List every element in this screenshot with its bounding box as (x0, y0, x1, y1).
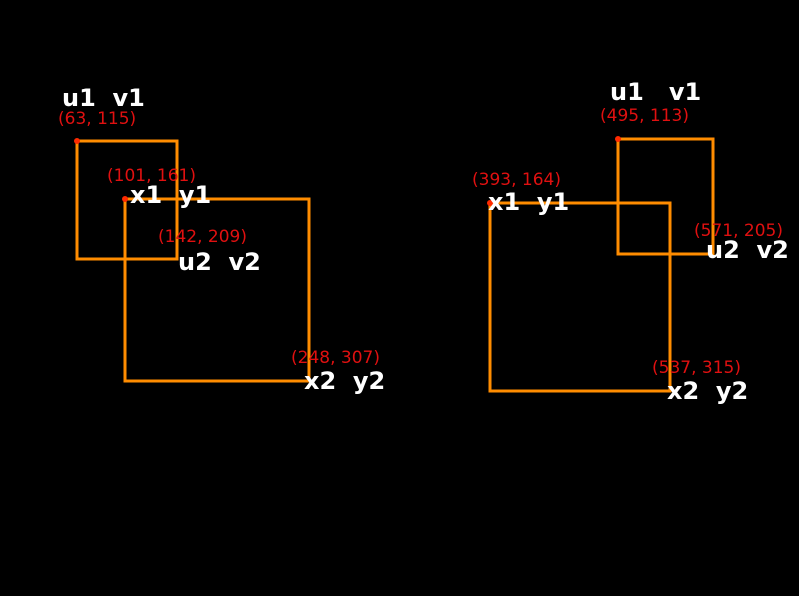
left-xy-bottom-right-label: x2 y2 (304, 367, 385, 395)
right-uv-bottom-right-label: u2 v2 (706, 236, 789, 264)
left-xy-top-left-dot (122, 196, 128, 202)
left-xy-bottom-right-coord: (248, 307) (291, 348, 380, 368)
left-uv-bottom-right-label: u2 v2 (178, 248, 261, 276)
left-diagram: u1 v1 (63, 115) (101, 161) x1 y1 (142, 2… (58, 84, 385, 395)
right-box-uv (616, 137, 715, 256)
right-xy-top-left-coord: (393, 164) (472, 170, 561, 190)
right-uv-top-left-dot (615, 136, 621, 142)
right-xy-top-left-label: x1 y1 (488, 188, 569, 216)
right-diagram: u1 v1 (495, 113) (393, 164) x1 y1 (571, … (472, 78, 789, 405)
right-xy-bottom-right-coord: (537, 315) (652, 358, 741, 378)
right-uv-top-left-label: u1 v1 (610, 78, 701, 106)
right-uv-bottom-right-coord: (571, 205) (694, 221, 783, 241)
left-box-xy (123, 197, 311, 383)
left-uv-top-left-label: u1 v1 (62, 84, 145, 112)
left-uv-bottom-right-coord: (142, 209) (158, 227, 247, 247)
right-xy-bottom-right-label: x2 y2 (667, 377, 748, 405)
left-xy-top-left-label: x1 y1 (130, 181, 211, 209)
left-xy-top-left-coord: (101, 161) (107, 166, 196, 186)
left-uv-top-left-coord: (63, 115) (58, 109, 136, 129)
right-uv-top-left-coord: (495, 113) (600, 106, 689, 126)
right-box-xy (488, 201, 672, 393)
left-uv-top-left-dot (74, 138, 80, 144)
right-xy-top-left-dot (487, 200, 493, 206)
